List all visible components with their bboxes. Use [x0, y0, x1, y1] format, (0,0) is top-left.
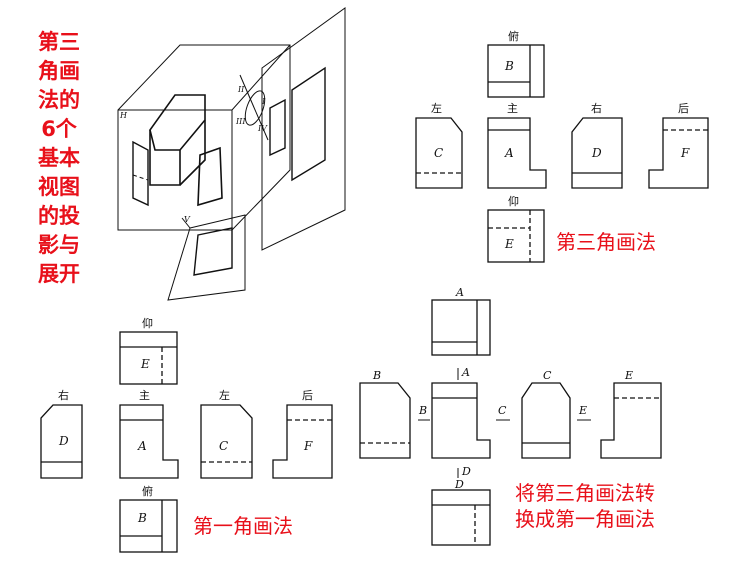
- third-letter-b: B: [504, 59, 514, 73]
- conversion-caption: 将第三角画法转 换成第一角画法: [515, 480, 655, 532]
- title-line: 基本: [38, 146, 80, 170]
- first-letter-f: F: [303, 439, 313, 453]
- box-label-v: V: [184, 215, 191, 224]
- third-tag-left: 左: [431, 102, 442, 115]
- title-line: 视图: [38, 175, 80, 199]
- box-label-iv: IV: [257, 124, 268, 133]
- first-angle-views: [40, 331, 333, 553]
- third-angle-views: [415, 44, 709, 263]
- box-label-i: I: [261, 97, 266, 106]
- box-label-iii: III: [235, 117, 246, 126]
- third-angle-caption: 第三角画法: [556, 230, 656, 254]
- title-line: 法的: [38, 88, 80, 112]
- conv-arrow-b: B: [418, 404, 427, 417]
- third-letter-c: C: [434, 146, 443, 160]
- first-tag-left: 左: [219, 389, 230, 402]
- conv-label-c: C: [543, 369, 552, 382]
- third-tag-front: 主: [507, 102, 518, 115]
- conv-arrow-d: D: [461, 465, 471, 478]
- third-letter-d: D: [591, 146, 602, 160]
- title-line: 的投: [38, 204, 80, 228]
- first-tag-bottom: 俯: [142, 484, 153, 498]
- box-label-ii: II: [237, 85, 245, 94]
- first-tag-back: 后: [302, 389, 313, 402]
- box-label-h: H: [119, 111, 128, 120]
- first-tag-top: 仰: [142, 316, 153, 330]
- conv-arrow-a: A: [461, 366, 470, 379]
- conv-label-b: B: [372, 369, 381, 382]
- third-tag-top: 俯: [508, 29, 519, 43]
- first-letter-d: D: [58, 434, 69, 448]
- first-letter-b: B: [137, 511, 147, 525]
- projection-box-3d: [117, 7, 346, 301]
- vertical-title: 第三 角画 法的 6个 基本 视图 的投 影与 展开: [28, 28, 90, 289]
- conv-arrow-c: C: [498, 404, 507, 417]
- third-tag-bottom: 仰: [508, 194, 519, 208]
- conv-arrow-e: E: [578, 404, 587, 417]
- title-line: 6个: [41, 117, 77, 141]
- first-tag-front: 主: [139, 389, 150, 402]
- conversion-caption-line1: 将第三角画法转: [515, 481, 655, 505]
- third-letter-a: A: [504, 146, 514, 160]
- conv-label-e: E: [624, 369, 633, 382]
- third-letter-f: F: [680, 146, 690, 160]
- conv-label-d-bottom: D: [454, 478, 464, 491]
- title-line: 展开: [38, 262, 80, 286]
- conversion-caption-line2: 换成第一角画法: [515, 507, 655, 531]
- first-letter-e: E: [140, 357, 150, 371]
- conv-label-a-top: A: [455, 286, 464, 299]
- third-tag-right: 右: [591, 101, 602, 115]
- title-line: 角画: [38, 59, 80, 83]
- third-letter-e: E: [504, 237, 514, 251]
- first-letter-c: C: [219, 439, 228, 453]
- first-letter-a: A: [137, 439, 147, 453]
- title-line: 影与: [38, 233, 80, 257]
- conversion-views: [359, 299, 662, 546]
- third-tag-back: 后: [678, 102, 689, 115]
- title-line: 第三: [38, 30, 80, 54]
- first-angle-caption: 第一角画法: [193, 514, 293, 538]
- first-tag-right: 右: [58, 388, 69, 402]
